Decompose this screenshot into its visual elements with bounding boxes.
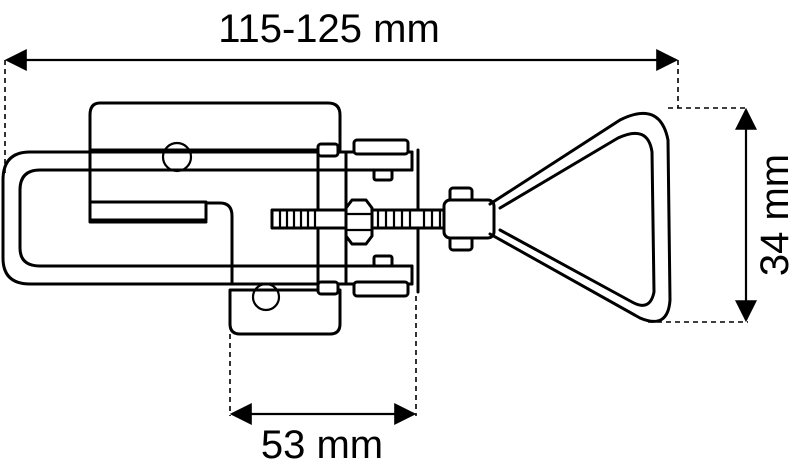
dimension-handle-height: 34 mm xyxy=(648,107,797,323)
base-plate xyxy=(88,101,342,336)
hook-tongue xyxy=(88,200,234,284)
hook-tongue-bar xyxy=(88,200,208,222)
wire-loop-outer xyxy=(1,150,414,286)
tension-handle xyxy=(488,111,672,323)
handle-inner xyxy=(498,131,656,307)
base-plate-top xyxy=(88,101,342,152)
clip-bottom-right xyxy=(352,280,410,298)
dimension-overall-length: 115-125 mm xyxy=(4,7,679,175)
dimension-base-width: 53 mm xyxy=(229,296,417,467)
base-plate-bottom xyxy=(228,288,342,336)
clip-inner-bottom xyxy=(372,254,394,268)
base-width-label: 53 mm xyxy=(261,423,383,467)
hex-nut xyxy=(344,198,374,246)
handle-height-label: 34 mm xyxy=(753,154,797,276)
clip-top-right xyxy=(352,138,410,156)
pivot-block xyxy=(442,186,496,252)
clip-top-left xyxy=(316,142,340,158)
wire-loop-inner xyxy=(18,168,414,268)
overall-length-label: 115-125 mm xyxy=(218,7,440,51)
thread-lines xyxy=(278,210,442,228)
hinge-clips xyxy=(316,138,410,298)
hook-tongue-bend xyxy=(204,201,234,284)
base-plate-left-edge xyxy=(88,148,208,224)
threaded-rod xyxy=(270,198,466,246)
handle-outer xyxy=(488,111,672,323)
wire-loop xyxy=(1,150,414,286)
clip-bottom-left xyxy=(316,280,340,296)
pivot-body xyxy=(442,198,496,240)
